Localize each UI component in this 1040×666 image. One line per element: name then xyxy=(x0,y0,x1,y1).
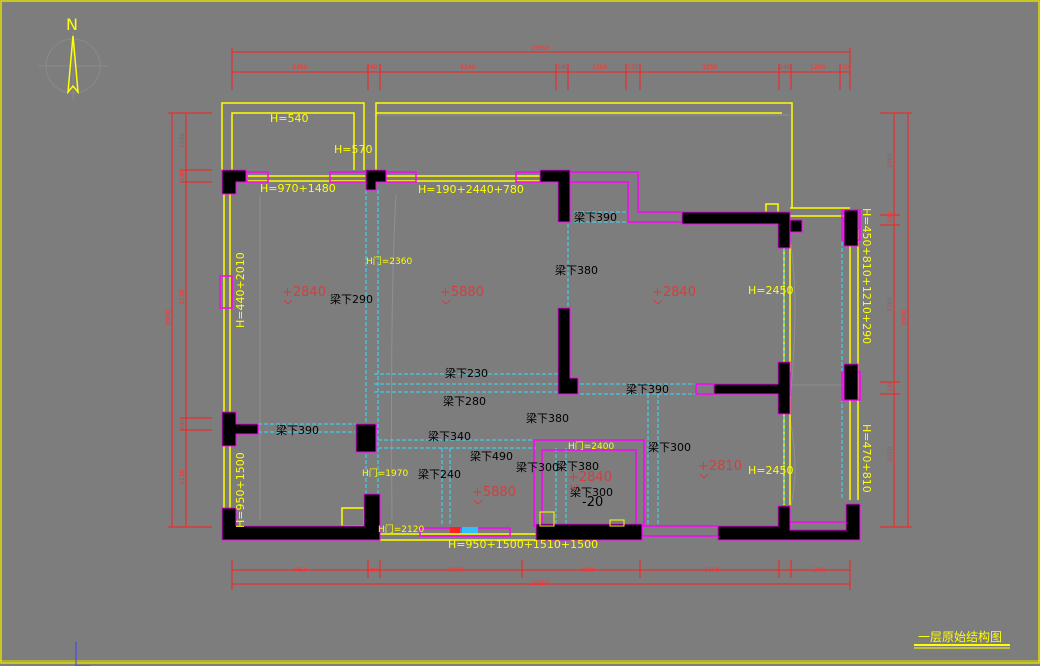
dim-right-seg-5: 2850 xyxy=(887,447,894,462)
label-door2360: H门=2360 xyxy=(366,255,412,267)
label-h570: H=570 xyxy=(334,143,372,156)
beam-label-300b: 梁下300 xyxy=(648,440,691,454)
dim-left-total: 8950 xyxy=(165,310,172,325)
dim-top-seg-6: 370 xyxy=(627,64,639,71)
ceiling-level-6: +2840 xyxy=(568,470,612,485)
beam-label-380a: 梁下380 xyxy=(555,263,598,277)
dim-bottom-seg-5: 3150 xyxy=(704,567,719,574)
dim-left-seg-2: 240 xyxy=(179,169,186,181)
beam-label-390a: 梁下390 xyxy=(574,210,617,224)
dim-bottom-seg-4: 2800 xyxy=(580,567,595,574)
beam-label-290: 梁下290 xyxy=(330,292,373,306)
dim-left-seg-4: 240 xyxy=(179,418,186,430)
label-h540: H=540 xyxy=(270,112,308,125)
level-minus20: -20 xyxy=(582,495,603,510)
dim-top-seg-1: 3450 xyxy=(292,64,307,71)
dim-top-seg-7: 3250 xyxy=(702,64,717,71)
label-door2400: H门=2400 xyxy=(568,440,614,452)
outer-wall-outline xyxy=(221,102,859,541)
label-h470-right: H=470+810 xyxy=(860,424,873,493)
dim-top-seg-2: 240 xyxy=(366,64,378,71)
drawing-title: 一层原始结构图 xyxy=(918,629,1002,644)
north-arrow-icon: N xyxy=(38,15,108,100)
dim-right-seg-2: 240 xyxy=(887,211,894,223)
dim-bottom-total: 10350 xyxy=(530,580,549,587)
dim-right-seg-3: 3700 xyxy=(887,297,894,312)
dim-left-seg-5: 3130 xyxy=(179,470,186,485)
bathroom-fixture-2 xyxy=(609,519,625,527)
beam-label-300c: 梁下300 xyxy=(570,485,613,499)
dim-top-seg-9: 1250 xyxy=(810,64,825,71)
dim-top-seg-5: 1250 xyxy=(592,64,607,71)
fixture-cyan xyxy=(462,527,478,533)
beam-label-230: 梁下230 xyxy=(445,366,488,380)
dim-left-seg-1: 1580 xyxy=(179,133,186,148)
label-door1970: H门=1970 xyxy=(362,467,408,479)
beam-lines xyxy=(258,190,843,526)
beam-label-280: 梁下280 xyxy=(443,394,486,408)
label-h950-left: H=950+1500 xyxy=(234,452,247,528)
beam-label-390c: 梁下390 xyxy=(276,423,319,437)
beam-label-380c: 梁下380 xyxy=(556,459,599,473)
ceiling-level-3: +2840 xyxy=(652,285,696,300)
dim-bottom-seg-2: 240 xyxy=(366,567,378,574)
level-marker-icons xyxy=(283,299,709,505)
dim-top-seg-10: 20 xyxy=(842,64,850,71)
label-h450-right: H=450+810+1210+290 xyxy=(860,208,873,344)
dim-right-total: 8950 xyxy=(901,310,908,325)
ceiling-level-2: +5880 xyxy=(440,285,484,300)
label-door2120: H门=2120 xyxy=(378,523,424,535)
fixture-red xyxy=(450,527,460,533)
dimension-lines xyxy=(168,48,912,590)
beam-label-240: 梁下240 xyxy=(418,467,461,481)
label-h190: H=190+2440+780 xyxy=(418,183,524,196)
beam-label-490: 梁下490 xyxy=(470,449,513,463)
label-h440: H=440+2010 xyxy=(234,252,247,328)
magenta-outlines xyxy=(219,171,861,537)
north-label: N xyxy=(66,15,78,34)
bathroom-fixture xyxy=(539,511,555,527)
label-h2450-b: H=2450 xyxy=(748,464,793,477)
dim-top-seg-4: 240 xyxy=(557,64,569,71)
dim-right-seg-4: 240 xyxy=(887,380,894,392)
dim-bottom-seg-3: 2870 xyxy=(448,567,463,574)
dim-top-total: 10350 xyxy=(530,45,549,52)
label-h970: H=970+1480 xyxy=(260,182,336,195)
beam-label-340: 梁下340 xyxy=(428,429,471,443)
dim-left-seg-3: 3530 xyxy=(179,290,186,305)
ceiling-level-5: +5880 xyxy=(472,485,516,500)
cursor-mark xyxy=(75,642,90,666)
faint-lines xyxy=(259,114,845,521)
dim-top-seg-8: 240 xyxy=(779,64,791,71)
ceiling-level-1: +2840 xyxy=(282,285,326,300)
beam-label-300a: 梁下300 xyxy=(516,460,559,474)
ceiling-level-4: +2810 xyxy=(698,459,742,474)
beam-label-390b: 梁下390 xyxy=(626,382,669,396)
structural-walls xyxy=(221,169,861,541)
dim-bottom-seg-6: 1250 xyxy=(810,567,825,574)
beam-label-380b: 梁下380 xyxy=(526,411,569,425)
dim-bottom-seg-1: 3450 xyxy=(292,567,307,574)
label-h2450-a: H=2450 xyxy=(748,284,793,297)
dim-top-seg-3: 4240 xyxy=(460,64,475,71)
label-h950-bottom: H=950+1500+1510+1500 xyxy=(448,538,598,551)
dim-right-seg-1: 2900 xyxy=(887,153,894,168)
